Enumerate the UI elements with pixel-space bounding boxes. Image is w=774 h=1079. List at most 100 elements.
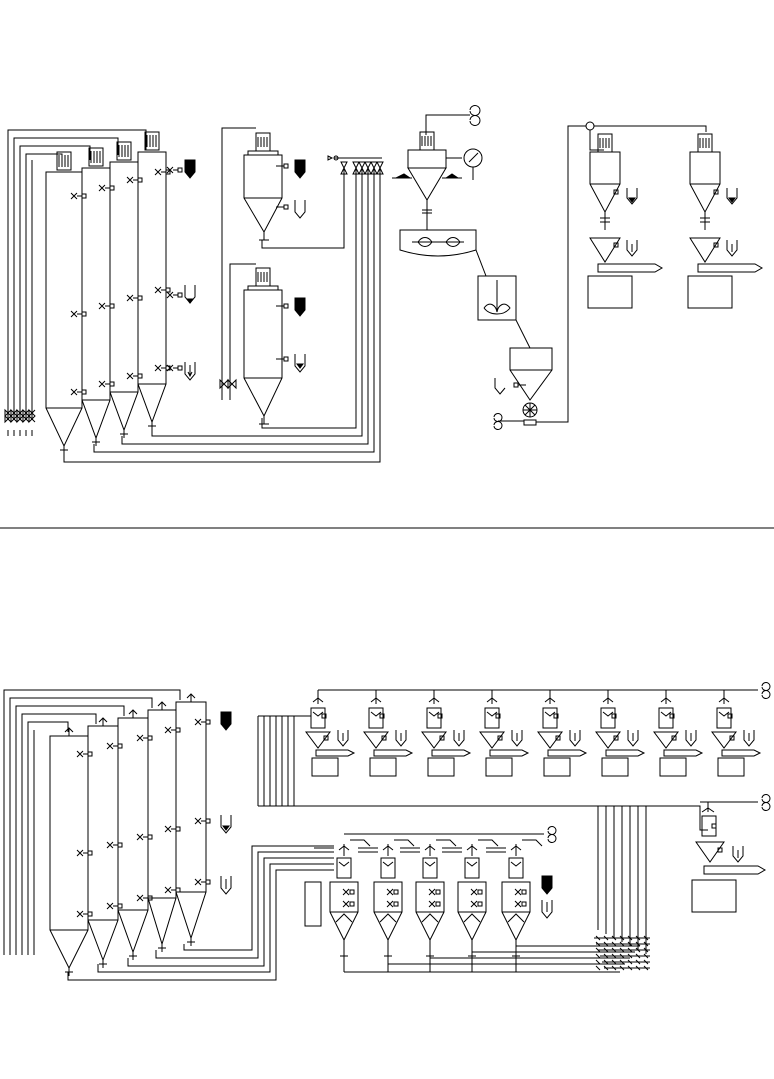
filling-station-6: [595, 690, 646, 777]
valve-icon: [126, 372, 134, 380]
sensor-icon: [109, 303, 115, 309]
sensor-icon: [81, 389, 87, 395]
feed-hopper: [493, 125, 586, 430]
sensor-icon: [175, 826, 181, 832]
valve-icon: [342, 900, 350, 908]
vent-icon: [157, 701, 167, 710]
motor: [56, 151, 72, 171]
right-manifold: [594, 806, 650, 971]
sensor-icon: [109, 185, 115, 191]
lower-left-pipe-bundle: [3, 689, 181, 955]
tall-tank-4: [137, 131, 171, 430]
level-indicators-upper: [184, 159, 196, 381]
valve-icon: [194, 878, 202, 886]
level-indicators-lower: [220, 711, 232, 895]
vent-icon: [186, 693, 196, 702]
motor: [88, 147, 104, 167]
valve-icon: [164, 886, 172, 894]
valve-icon: [136, 833, 144, 841]
manifold-valves: [327, 155, 384, 175]
sensor-icon: [87, 850, 93, 856]
tall-tank-3: [109, 141, 143, 438]
valve-icon: [106, 902, 114, 910]
filling-station-2: [363, 690, 414, 777]
vent-icon: [64, 727, 74, 736]
valve-icon: [352, 161, 360, 175]
valve-icon: [370, 161, 378, 175]
valve-icon: [166, 364, 174, 372]
valve-icon: [164, 726, 172, 734]
valve-icon: [386, 888, 394, 896]
left-pipe-bundle: [7, 129, 147, 420]
dosing-station-2: [687, 133, 764, 309]
valve-icon: [10, 408, 18, 424]
filter-unit-1: [314, 839, 371, 972]
sensor-icon: [87, 911, 93, 917]
dosing-station-1: [585, 121, 707, 309]
valve-icon: [340, 161, 348, 175]
filter-unit-3: [400, 839, 457, 972]
side-station: [691, 802, 767, 913]
sensor-icon: [147, 834, 153, 840]
filling-station-1: [305, 690, 356, 777]
upper-tall-tanks: [45, 131, 183, 454]
top-filling-stations: [305, 690, 762, 777]
sensor-icon: [165, 169, 171, 175]
valve-icon: [194, 817, 202, 825]
sensor-icon: [175, 887, 181, 893]
filter-bank-extras: [304, 826, 557, 927]
valve-icon: [514, 888, 522, 896]
valve-icon: [4, 408, 12, 424]
valve-icon: [28, 408, 36, 424]
valve-icon: [76, 910, 84, 918]
sensor-icon: [81, 311, 87, 317]
tall-tank-2: [81, 147, 115, 446]
valve-icon: [98, 380, 106, 388]
filter-unit-5: [486, 839, 543, 972]
valve-icon: [194, 718, 202, 726]
valve-icon: [514, 900, 522, 908]
distribution-bundle: [257, 715, 708, 831]
sensor-icon: [117, 743, 123, 749]
valve-icon: [342, 888, 350, 896]
valve-icon: [70, 192, 78, 200]
valve-icon: [154, 168, 162, 176]
sensor-icon: [205, 818, 211, 824]
tall-tank-1: [45, 151, 87, 454]
valve-icon: [136, 734, 144, 742]
sensor-icon: [109, 381, 115, 387]
sensor-icon: [117, 842, 123, 848]
sensor-icon: [147, 735, 153, 741]
sensor-icon: [205, 719, 211, 725]
valve-icon: [16, 408, 24, 424]
valve-icon: [106, 841, 114, 849]
sensor-icon: [177, 292, 183, 298]
mixing-vessel: [392, 105, 483, 215]
valve-icon: [70, 388, 78, 396]
filter-bank: [314, 839, 640, 973]
motor: [144, 131, 160, 151]
bottom-valve-row: [4, 408, 36, 436]
sensor-icon: [137, 177, 143, 183]
valve-icon: [136, 894, 144, 902]
valve-icon: [76, 750, 84, 758]
lower-tank-3: [117, 709, 153, 960]
valve-icon: [364, 161, 372, 175]
valve-icon: [98, 302, 106, 310]
valve-icon: [70, 310, 78, 318]
valve-icon: [376, 161, 384, 175]
lower-section: [3, 682, 771, 981]
valve-icon: [76, 849, 84, 857]
valve-icon: [22, 408, 30, 424]
silo-2: [219, 263, 306, 425]
filter-unit-4: [442, 839, 499, 972]
upper-section: [4, 105, 764, 463]
valve-icon: [98, 184, 106, 192]
filling-station-3: [421, 690, 472, 777]
sensor-icon: [175, 727, 181, 733]
lower-feed-lines: [67, 845, 334, 981]
agitator-tank: [477, 275, 531, 349]
top-header: [318, 682, 771, 811]
sensor-icon: [165, 287, 171, 293]
